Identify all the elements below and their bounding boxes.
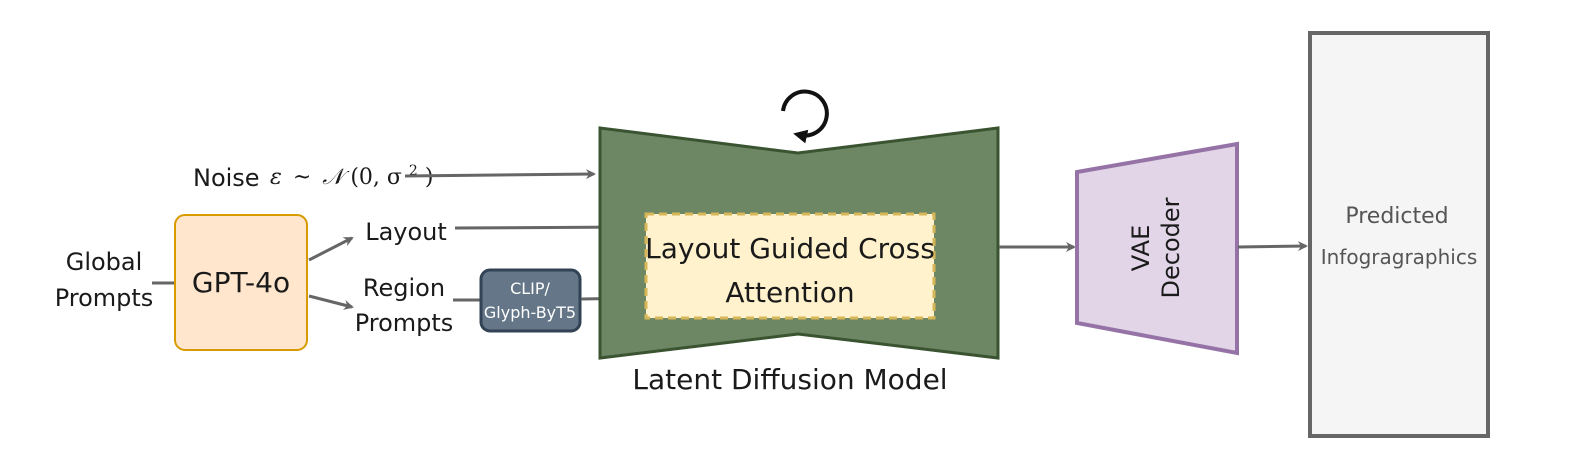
- gpt-4o-box: [174, 214, 308, 351]
- refresh-loop-icon: [781, 89, 829, 144]
- global-prompts-label: Global: [66, 248, 143, 276]
- gpt-4o-label: GPT-4o: [192, 266, 290, 299]
- noise-formula-exponent: 2: [409, 163, 418, 179]
- vae-to-output-arrow: [1237, 241, 1308, 252]
- predicted-output-box: [1308, 31, 1490, 438]
- noise-formula-args: (0, σ: [350, 165, 402, 190]
- noise-formula-tilde: ~: [293, 165, 311, 190]
- gpt-to-layout-arrow: [308, 236, 354, 262]
- vae-decoder-label: VAE: [1127, 225, 1155, 271]
- latent-diffusion-model-label: Latent Diffusion Model: [632, 363, 947, 396]
- region-prompts-label-line2: Prompts: [355, 309, 454, 337]
- noise-formula: ε ~ 𝒩 (0, σ 2 ): [270, 156, 433, 190]
- noise-formula-epsilon: ε: [270, 165, 282, 190]
- encoder-label: CLIP/: [510, 279, 550, 298]
- encoder-box: [479, 268, 582, 333]
- predicted-output-label: Predicted: [1345, 204, 1448, 229]
- noise-label: Noise: [193, 164, 260, 192]
- attention-label: Layout Guided Cross: [645, 232, 935, 265]
- encoder-label-line2: Glyph-ByT5: [484, 303, 576, 322]
- noise-formula-normal: 𝒩: [322, 165, 350, 190]
- region-prompts-label: Region: [363, 274, 445, 302]
- noise-to-ldm-arrow: [404, 169, 596, 180]
- gpt-to-region-arrow: [308, 294, 354, 310]
- vae-decoder-label-line2: Decoder: [1157, 197, 1185, 298]
- layout-label: Layout: [365, 218, 447, 246]
- noise-formula-close: ): [425, 165, 434, 190]
- predicted-output-label-line2: Infogragraphics: [1321, 245, 1478, 269]
- global-prompts-label-line2: Prompts: [55, 284, 154, 312]
- attention-label-line2: Attention: [725, 276, 854, 309]
- layout-guided-cross-attention-box: [644, 212, 936, 320]
- vae-decoder-shape: [1075, 141, 1239, 356]
